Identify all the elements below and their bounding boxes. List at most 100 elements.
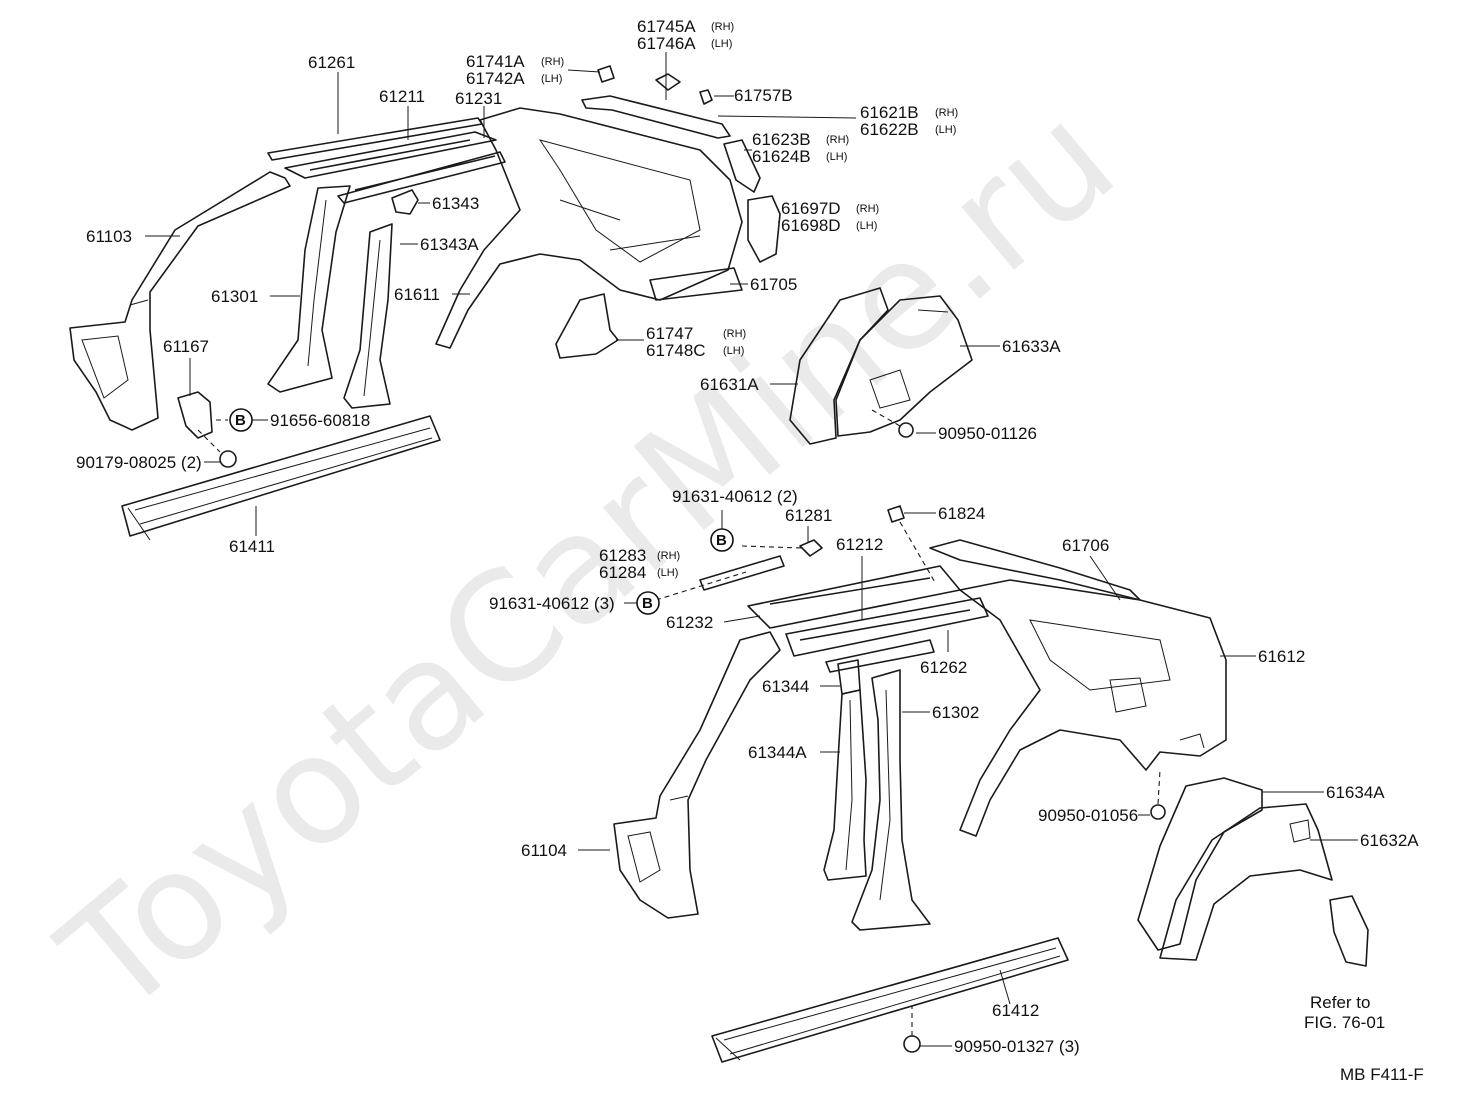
part-61745A-bracket[interactable] [655, 73, 681, 91]
part-61706-roof-side-rail[interactable] [929, 539, 1141, 601]
label-61281[interactable]: 61281 [785, 506, 832, 525]
label-61232[interactable]: 61232 [666, 613, 713, 632]
part-61103-front-pillar[interactable] [69, 171, 291, 431]
label-61343[interactable]: 61343 [432, 194, 479, 213]
fastener-b-symbol-upper[interactable] [229, 408, 253, 432]
part-61632A-wheel-house-outer[interactable] [1159, 803, 1333, 961]
fastener-90179-nut[interactable] [219, 450, 237, 468]
part-61621B-roof-side-rail[interactable] [581, 95, 731, 139]
label-61748C[interactable]: 61748C [646, 341, 706, 360]
part-61262-roof-rail[interactable] [785, 597, 989, 657]
label-61343A[interactable]: 61343A [420, 235, 479, 254]
label-90950-01126[interactable]: 90950-01126 [938, 424, 1037, 443]
part-61705-rear-lower-panel[interactable] [649, 267, 743, 301]
label-61633A[interactable]: 61633A [1002, 337, 1061, 356]
label-61697D-side: (RH) [856, 203, 879, 215]
label-90950-01327[interactable]: 90950-01327 (3) [954, 1037, 1080, 1056]
part-61612-quarter-panel[interactable] [959, 579, 1227, 837]
label-61284[interactable]: 61284 [599, 563, 646, 582]
label-90950-01056[interactable]: 90950-01056 [1038, 806, 1138, 825]
part-61343-bracket[interactable] [391, 189, 419, 215]
label-61705[interactable]: 61705 [750, 275, 797, 294]
label-61411[interactable]: 61411 [229, 537, 275, 556]
label-61261[interactable]: 61261 [308, 53, 355, 72]
part-61623B-gusset[interactable] [723, 139, 761, 193]
part-61301-center-pillar[interactable] [267, 185, 351, 393]
part-61104-front-pillar[interactable] [613, 631, 781, 919]
part-61757B-clip[interactable] [699, 89, 713, 105]
label-61301[interactable]: 61301 [211, 287, 258, 306]
part-61344-bracket[interactable] [837, 659, 861, 695]
label-61745A[interactable]: 61745A [637, 17, 696, 36]
part-61343A-pillar-reinforcement[interactable] [343, 223, 393, 409]
label-61622B[interactable]: 61622B [860, 120, 919, 139]
label-61741A-side: (RH) [541, 56, 564, 68]
fastener-b-symbol-middle[interactable] [710, 528, 734, 552]
label-61262[interactable]: 61262 [920, 658, 967, 677]
part-61741A-bracket[interactable] [597, 65, 615, 83]
label-61624B[interactable]: 61624B [752, 147, 811, 166]
part-61611-quarter-panel[interactable] [435, 107, 743, 349]
label-91656-60818[interactable]: 91656-60818 [270, 411, 370, 430]
label-61621B[interactable]: 61621B [860, 103, 919, 122]
part-mud-guard-reference[interactable] [1329, 895, 1369, 967]
part-61633A-wheel-house-inner[interactable] [835, 295, 973, 437]
part-61747-gusset[interactable] [555, 293, 619, 359]
fastener-b-symbols: B B B [229, 408, 734, 615]
part-61232-inner-rail[interactable] [825, 639, 935, 673]
lower-assembly [613, 505, 1369, 1063]
label-61611[interactable]: 61611 [394, 285, 440, 304]
label-61302[interactable]: 61302 [932, 703, 979, 722]
label-61622B-side: (LH) [935, 124, 956, 136]
label-61741A[interactable]: 61741A [466, 52, 525, 71]
fastener-90950-01056-clip[interactable] [1150, 804, 1166, 820]
label-61698D[interactable]: 61698D [781, 216, 841, 235]
label-90179-08025[interactable]: 90179-08025 (2) [76, 453, 202, 472]
label-61632A[interactable]: 61632A [1360, 831, 1419, 850]
part-61212-roof-side-inner[interactable] [747, 565, 961, 629]
label-61412[interactable]: 61412 [992, 1001, 1039, 1020]
label-61211[interactable]: 61211 [379, 87, 425, 106]
fastener-b-symbol-lower[interactable] [636, 591, 660, 615]
label-61746A[interactable]: 61746A [637, 34, 696, 53]
fastener-90950-01126-clip[interactable] [898, 422, 914, 438]
part-61412-rocker-panel[interactable] [711, 937, 1069, 1063]
label-61757B[interactable]: 61757B [734, 86, 793, 105]
label-61284-side: (LH) [657, 567, 678, 579]
label-61742A[interactable]: 61742A [466, 69, 525, 88]
label-61747[interactable]: 61747 [646, 324, 693, 343]
fastener-90950-01327-clip[interactable] [903, 1035, 921, 1053]
label-61283[interactable]: 61283 [599, 546, 646, 565]
label-91631-40612-2[interactable]: 91631-40612 (2) [672, 487, 798, 506]
label-61706[interactable]: 61706 [1062, 536, 1109, 555]
part-61697D-panel[interactable] [747, 195, 781, 263]
label-61634A[interactable]: 61634A [1326, 783, 1385, 802]
label-91631-40612-3[interactable]: 91631-40612 (3) [489, 594, 615, 613]
part-61261-roof-rail[interactable] [267, 117, 483, 161]
label-61747-side: (RH) [723, 328, 746, 340]
label-61212[interactable]: 61212 [836, 535, 883, 554]
label-61104[interactable]: 61104 [521, 841, 567, 860]
label-61697D[interactable]: 61697D [781, 199, 841, 218]
part-61344A-pillar-reinforcement[interactable] [823, 689, 867, 881]
part-61411-rocker-panel[interactable] [121, 415, 441, 537]
label-61103[interactable]: 61103 [86, 227, 132, 246]
part-61167-hinge[interactable] [177, 391, 213, 439]
label-61824[interactable]: 61824 [938, 504, 985, 523]
label-61621B-side: (RH) [935, 107, 958, 119]
label-61623B[interactable]: 61623B [752, 130, 811, 149]
part-61302-center-pillar[interactable] [851, 669, 931, 931]
part-61281-clip[interactable] [799, 539, 823, 557]
part-61231-inner-rail[interactable] [337, 151, 506, 204]
label-61612[interactable]: 61612 [1258, 647, 1305, 666]
part-61824-clip[interactable] [887, 505, 905, 523]
part-61634A-wheel-house-inner[interactable] [1137, 777, 1263, 951]
part-61283-brace[interactable] [699, 555, 785, 591]
part-61211-roof-side-inner[interactable] [284, 131, 497, 179]
label-61344A[interactable]: 61344A [748, 743, 807, 762]
label-61344[interactable]: 61344 [762, 677, 809, 696]
label-61167[interactable]: 61167 [163, 337, 209, 356]
label-61631A[interactable]: 61631A [700, 375, 759, 394]
label-61231[interactable]: 61231 [455, 89, 502, 108]
